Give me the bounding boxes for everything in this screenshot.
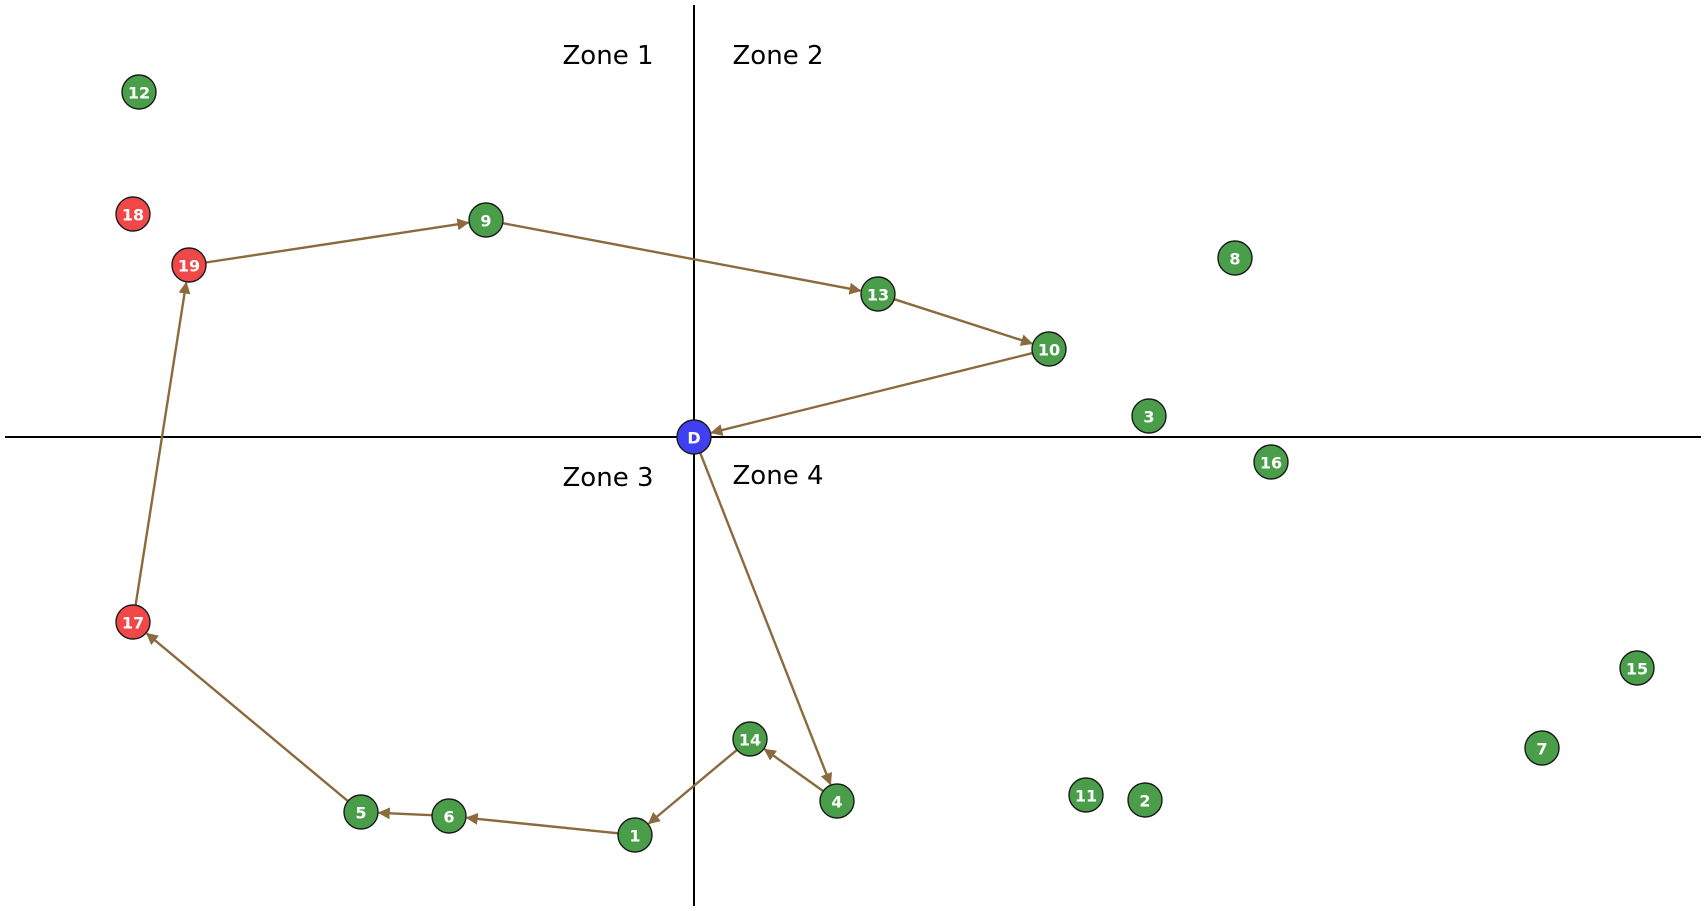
node-2[interactable]: 2: [1127, 782, 1163, 818]
node-8-label: 8: [1229, 250, 1240, 269]
node-3-circle: [1131, 398, 1167, 434]
node-17-circle: [115, 604, 151, 640]
node-11-label: 11: [1075, 787, 1097, 806]
node-7-label: 7: [1536, 740, 1547, 759]
node-10-circle: [1031, 331, 1067, 367]
route-edge-5-to-17: [145, 632, 349, 803]
depot-node-circle: [676, 419, 712, 455]
node-19[interactable]: 19: [171, 247, 207, 283]
node-17[interactable]: 17: [115, 604, 151, 640]
node-1-circle: [617, 817, 653, 853]
node-16-circle: [1253, 444, 1289, 480]
node-4-circle: [819, 783, 855, 819]
node-7-circle: [1524, 730, 1560, 766]
node-9-label: 9: [480, 212, 491, 231]
node-8-circle: [1217, 240, 1253, 276]
route-edge-9-to-13: [502, 222, 862, 295]
route-edges: [134, 218, 1034, 835]
zone-3-label: Zone 3: [563, 463, 654, 493]
node-1-label: 1: [629, 827, 640, 846]
node-14-circle: [732, 721, 768, 757]
node-5-circle: [343, 794, 379, 830]
node-10[interactable]: 10: [1031, 331, 1067, 367]
node-6-circle: [431, 798, 467, 834]
route-edge-19-to-9: [205, 218, 470, 264]
node-13[interactable]: 13: [860, 276, 896, 312]
node-7[interactable]: 7: [1524, 730, 1560, 766]
node-4[interactable]: 4: [819, 783, 855, 819]
node-17-label: 17: [122, 614, 144, 633]
node-4-label: 4: [831, 793, 842, 812]
depot-node-label: D: [687, 429, 700, 448]
node-14-label: 14: [739, 731, 761, 750]
node-18-label: 18: [122, 206, 144, 225]
node-8[interactable]: 8: [1217, 240, 1253, 276]
node-9[interactable]: 9: [468, 202, 504, 238]
node-10-label: 10: [1038, 341, 1060, 360]
node-2-label: 2: [1139, 792, 1150, 811]
depot-node[interactable]: D: [676, 419, 712, 455]
node-16-label: 16: [1260, 454, 1282, 473]
route-edge-4-to-14: [763, 748, 824, 793]
node-3-label: 3: [1143, 408, 1154, 427]
route-edge-17-to-19: [134, 281, 191, 606]
node-1[interactable]: 1: [617, 817, 653, 853]
node-6[interactable]: 6: [431, 798, 467, 834]
zone-1-label: Zone 1: [563, 41, 654, 71]
node-12-circle: [121, 74, 157, 110]
node-9-circle: [468, 202, 504, 238]
node-18-circle: [115, 196, 151, 232]
node-13-circle: [860, 276, 896, 312]
node-6-label: 6: [443, 808, 454, 827]
node-18[interactable]: 18: [115, 196, 151, 232]
node-5-label: 5: [355, 804, 366, 823]
route-edge-13-to-10: [893, 298, 1034, 346]
node-12-label: 12: [128, 84, 150, 103]
node-15[interactable]: 15: [1619, 650, 1655, 686]
node-15-circle: [1619, 650, 1655, 686]
node-19-circle: [171, 247, 207, 283]
node-2-circle: [1127, 782, 1163, 818]
node-19-label: 19: [178, 257, 200, 276]
zone-2-label: Zone 2: [733, 41, 824, 71]
node-11[interactable]: 11: [1068, 777, 1104, 813]
zone-4-label: Zone 4: [733, 461, 824, 491]
node-15-label: 15: [1626, 660, 1648, 679]
node-5[interactable]: 5: [343, 794, 379, 830]
route-edge-1-to-6: [465, 812, 619, 835]
route-edge-14-to-1: [647, 748, 738, 825]
node-3[interactable]: 3: [1131, 398, 1167, 434]
route-edge-D-to-4: [699, 452, 833, 786]
route-edge-6-to-5: [377, 807, 433, 820]
route-edge-10-to-D: [710, 351, 1033, 436]
node-16[interactable]: 16: [1253, 444, 1289, 480]
node-14[interactable]: 14: [732, 721, 768, 757]
node-13-label: 13: [867, 286, 889, 305]
node-11-circle: [1068, 777, 1104, 813]
node-12[interactable]: 12: [121, 74, 157, 110]
